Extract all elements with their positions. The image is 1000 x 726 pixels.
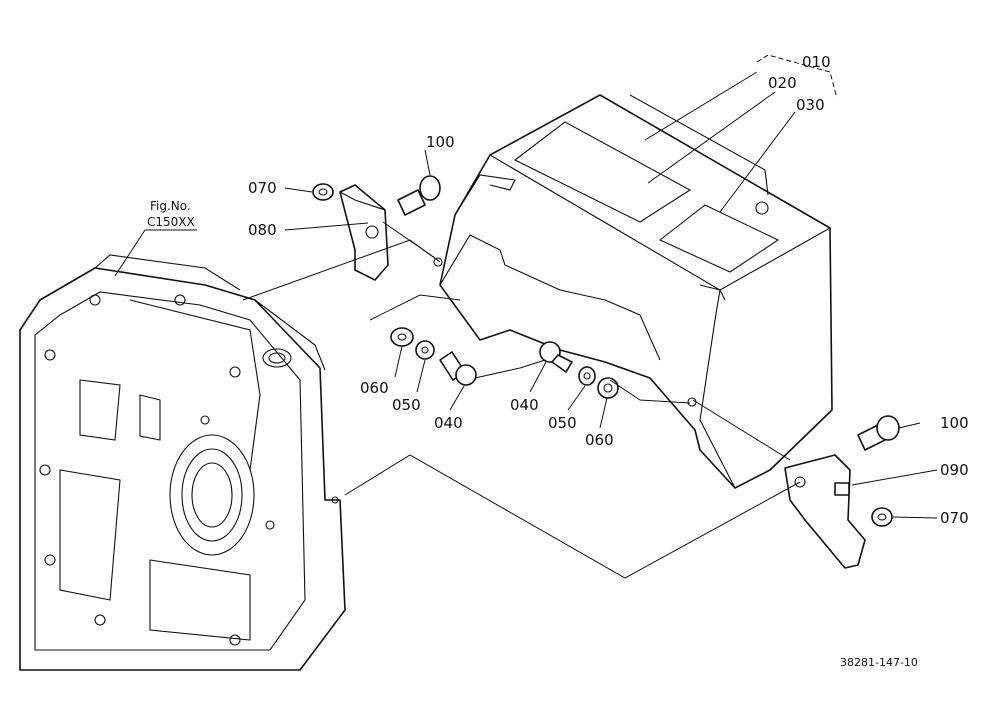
figure-ref-line2: C150XX bbox=[147, 215, 195, 229]
callout-labels: 010 020 030 100 070 080 060 050 040 040 … bbox=[248, 53, 969, 527]
callout-040-left: 040 bbox=[434, 414, 463, 432]
callout-070-right: 070 bbox=[940, 509, 969, 527]
callout-010: 010 bbox=[802, 53, 831, 71]
bolt-100-top bbox=[397, 175, 441, 216]
callout-060-left: 060 bbox=[360, 379, 389, 397]
callout-100-right: 100 bbox=[940, 414, 969, 432]
callout-020: 020 bbox=[768, 74, 797, 92]
callout-050-left: 050 bbox=[392, 396, 421, 414]
drawing-code: 38281-147-10 bbox=[840, 656, 918, 669]
bracket-080 bbox=[339, 184, 389, 281]
nut-070-right bbox=[871, 507, 893, 527]
callout-040-right: 040 bbox=[510, 396, 539, 414]
nut-070-left bbox=[312, 183, 334, 201]
bolt-100-right bbox=[857, 415, 900, 451]
callout-070-left: 070 bbox=[248, 179, 277, 197]
leader-lines bbox=[114, 54, 938, 579]
figure-ref-line1: Fig.No. bbox=[150, 199, 191, 213]
callout-030: 030 bbox=[796, 96, 825, 114]
bolt-040-right bbox=[539, 341, 573, 373]
transmission-case bbox=[19, 254, 346, 671]
callout-100-top: 100 bbox=[426, 133, 455, 151]
washer-050-right bbox=[578, 366, 596, 386]
callout-090: 090 bbox=[940, 461, 969, 479]
cover-assembly-010 bbox=[433, 94, 833, 489]
callout-080: 080 bbox=[248, 221, 277, 239]
callout-060-right: 060 bbox=[585, 431, 614, 449]
washer-060-right bbox=[597, 377, 619, 399]
figure-reference: Fig.No. C150XX bbox=[147, 199, 195, 229]
bolt-040-left bbox=[439, 351, 477, 386]
washer-060-left bbox=[390, 327, 414, 347]
washer-050-left bbox=[415, 340, 435, 360]
bracket-090 bbox=[784, 454, 866, 569]
callout-050-right: 050 bbox=[548, 414, 577, 432]
